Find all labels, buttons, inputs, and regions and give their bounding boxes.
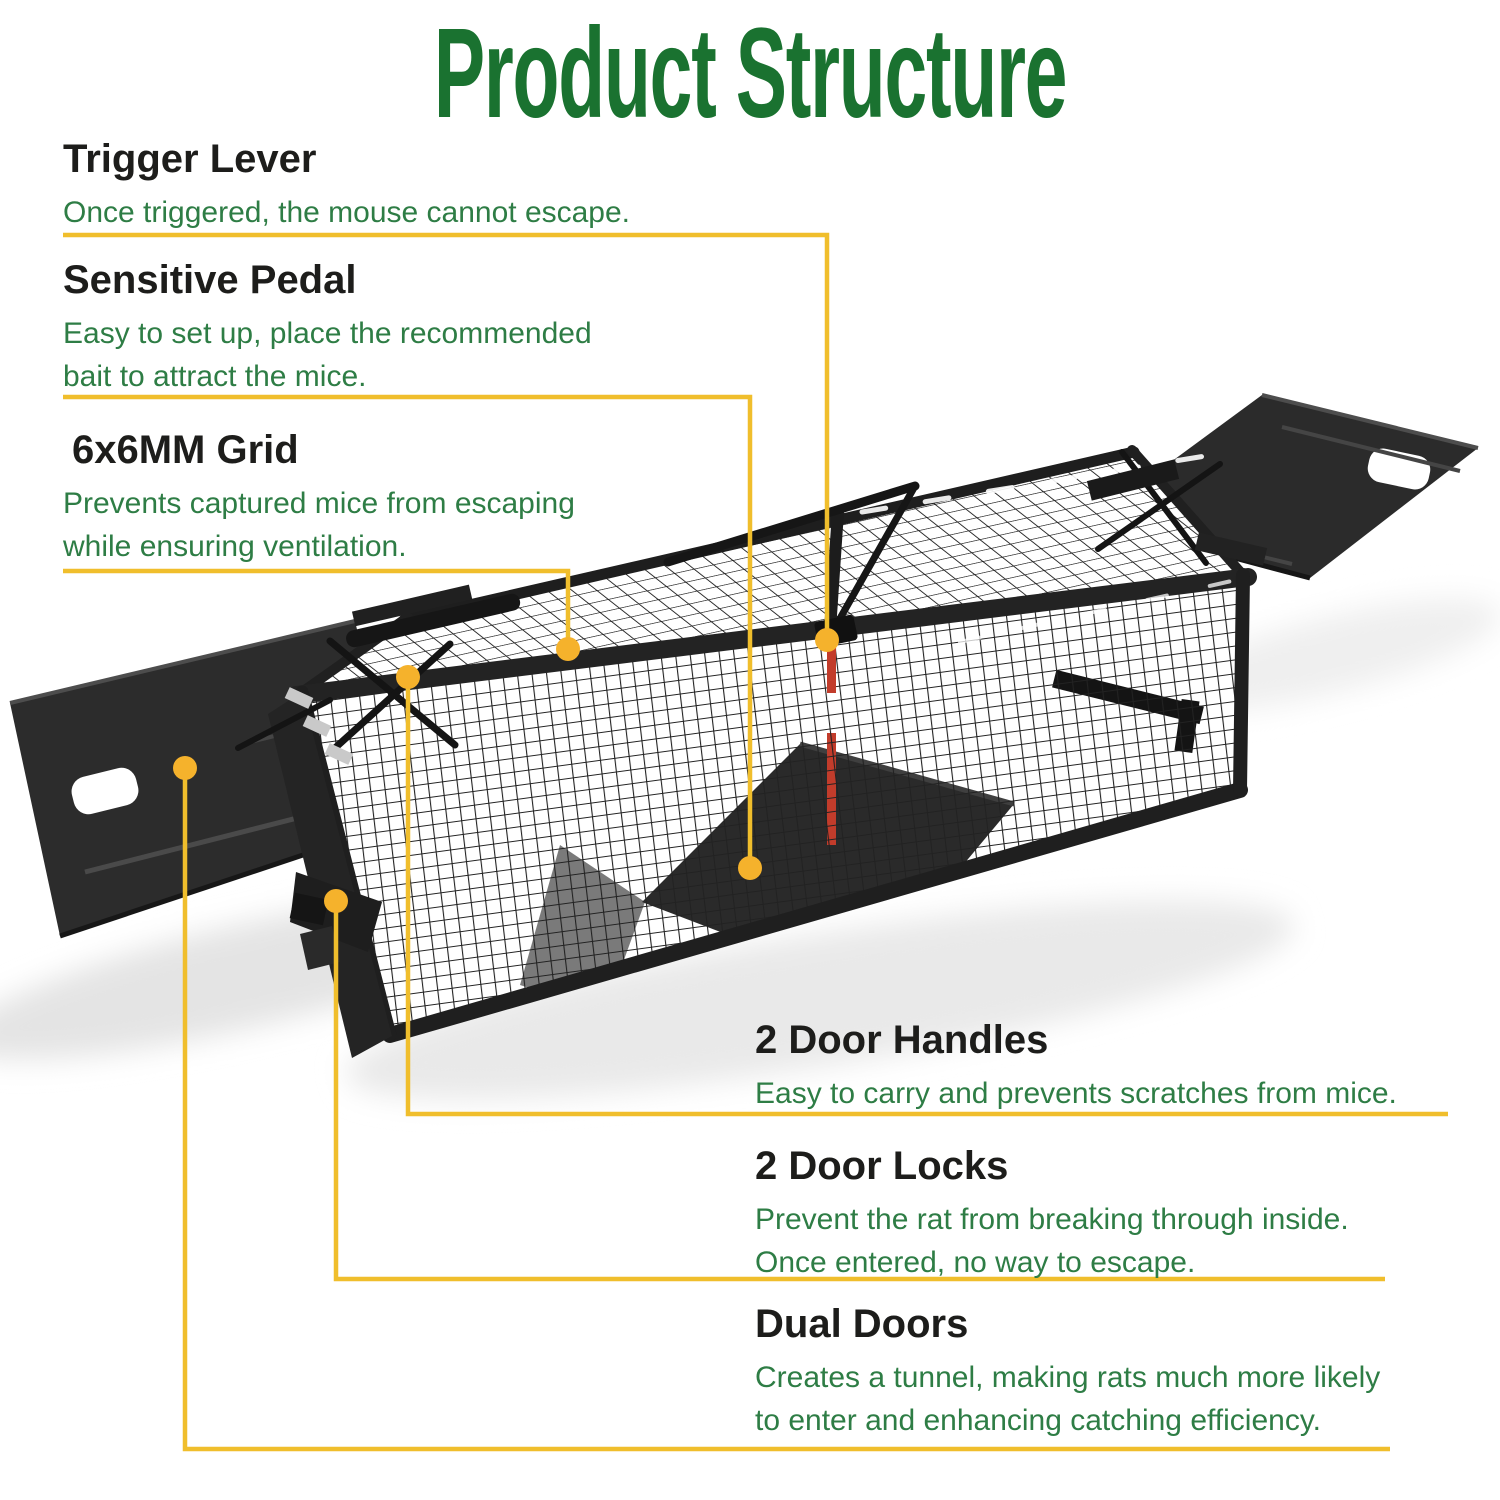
- annotation-trigger-lever: Trigger Lever Once triggered, the mouse …: [63, 137, 630, 234]
- annotation-sensitive-pedal: Sensitive Pedal Easy to set up, place th…: [63, 258, 592, 398]
- trigger-lever-connector: [63, 232, 830, 640]
- door-springs: [235, 449, 1268, 765]
- sensitive-pedal-connector: [63, 394, 753, 868]
- cage-top-mesh: [302, 450, 1243, 692]
- page-title-wrap: Product Structure: [0, 10, 1500, 138]
- left-door-handle-slot: [71, 767, 139, 815]
- cage-front-mesh: [302, 575, 1243, 1035]
- grid-connector: [63, 568, 571, 649]
- annotation-line: to enter and enhancing catching efficien…: [755, 1404, 1321, 1437]
- annotation-door-locks: 2 Door Locks Prevent the rat from breaki…: [755, 1144, 1349, 1284]
- annotation-title: 2 Door Handles: [755, 1018, 1049, 1062]
- door-handles-connector: [405, 677, 1448, 1117]
- door-locks-connector: [333, 901, 1385, 1282]
- annotation-title: Trigger Lever: [63, 137, 317, 181]
- annotation-line: while ensuring ventilation.: [63, 530, 407, 563]
- grid-dot: [556, 637, 580, 661]
- annotation-line: Easy to carry and prevents scratches fro…: [755, 1077, 1397, 1110]
- annotation-6x6mm-grid: 6x6MM Grid Prevents captured mice from e…: [63, 428, 575, 568]
- callout-dots: [173, 628, 839, 913]
- dual-doors-connector: [182, 768, 1390, 1452]
- annotation-line: Once entered, no way to escape.: [755, 1246, 1196, 1279]
- annotation-line: Easy to set up, place the recommended: [63, 317, 592, 350]
- annotation-title: 2 Door Locks: [755, 1144, 1009, 1188]
- sensitive-pedal-dot: [738, 856, 762, 880]
- annotation-line: Prevent the rat from breaking through in…: [755, 1203, 1349, 1236]
- door-handles-dot: [396, 665, 420, 689]
- annotation-dual-doors: Dual Doors Creates a tunnel, making rats…: [755, 1302, 1380, 1442]
- trigger-rod-upper: [827, 641, 836, 693]
- annotation-line: Prevents captured mice from escaping: [63, 487, 575, 520]
- annotation-line: bait to attract the mice.: [63, 360, 367, 393]
- annotation-line: Creates a tunnel, making rats much more …: [755, 1361, 1381, 1394]
- callout-connectors: [63, 232, 1448, 1452]
- left-door-handle-bar: [346, 593, 521, 648]
- trigger-lever-dot: [815, 628, 839, 652]
- annotation-line: Once triggered, the mouse cannot escape.: [63, 196, 631, 229]
- door-locks-dot: [324, 889, 348, 913]
- trigger-lever-arm: [663, 481, 920, 567]
- divider-post: [824, 506, 844, 636]
- annotation-title: Sensitive Pedal: [63, 258, 357, 302]
- annotation-title: 6x6MM Grid: [72, 428, 299, 472]
- dual-doors-dot: [173, 756, 197, 780]
- annotation-door-handles: 2 Door Handles Easy to carry and prevent…: [755, 1018, 1397, 1115]
- annotation-title: Dual Doors: [755, 1302, 969, 1346]
- page-title: Product Structure: [433, 2, 1068, 145]
